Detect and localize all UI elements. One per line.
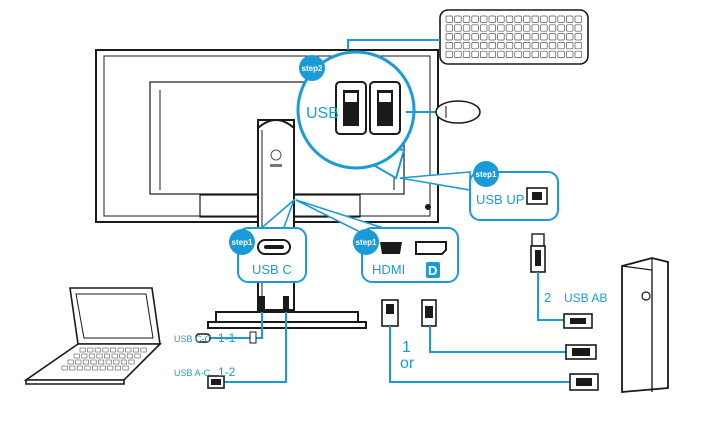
step1-hdmi-badge: step1: [353, 229, 379, 255]
keyboard-icon: [439, 9, 589, 65]
usb-cc-cable: [195, 296, 265, 343]
usb-cc-text: USB C-C 1-1: [174, 331, 257, 345]
usb-ab-cable: [530, 233, 593, 329]
svg-text:1-1: 1-1: [218, 331, 236, 345]
svg-text:USB A-C: USB A-C: [174, 368, 211, 378]
pc-tower-icon: [621, 257, 669, 393]
usb-ac-cable: [207, 296, 289, 389]
usb-zoom-callout: [296, 50, 416, 180]
svg-text:1-2: 1-2: [218, 365, 236, 379]
hdmi-cable: [381, 299, 599, 391]
svg-text:step1: step1: [476, 170, 497, 179]
svg-text:step1: step1: [232, 238, 253, 247]
hdmi-label: HDMI: [372, 262, 405, 277]
option-number: 1: [402, 339, 411, 356]
usb-ac-text: USB A-C 1-2: [174, 365, 236, 379]
step1-usb-up-badge: step1: [473, 161, 499, 187]
usb-up-label: USB UP: [476, 192, 524, 207]
dp-cable: [421, 299, 597, 360]
displayport-icon: D: [426, 262, 440, 278]
option-or-label: or: [400, 355, 415, 372]
svg-text:USB C-C: USB C-C: [174, 334, 212, 344]
usb-ab-label: USB AB: [564, 291, 607, 305]
usb-port-label: USB: [306, 105, 339, 122]
laptop-icon: [23, 287, 162, 385]
step1-usb-c-badge: step1: [229, 229, 255, 255]
svg-text:D: D: [428, 263, 437, 278]
svg-text:step2: step2: [302, 64, 323, 73]
mouse-icon: [406, 100, 481, 124]
usb-c-callout: [237, 227, 307, 283]
svg-text:step1: step1: [356, 238, 377, 247]
step2-badge: step2: [299, 55, 325, 81]
philips-logo-icon: [270, 149, 282, 167]
usb-ab-number: 2: [544, 290, 551, 305]
usb-c-label: USB C: [252, 262, 292, 277]
